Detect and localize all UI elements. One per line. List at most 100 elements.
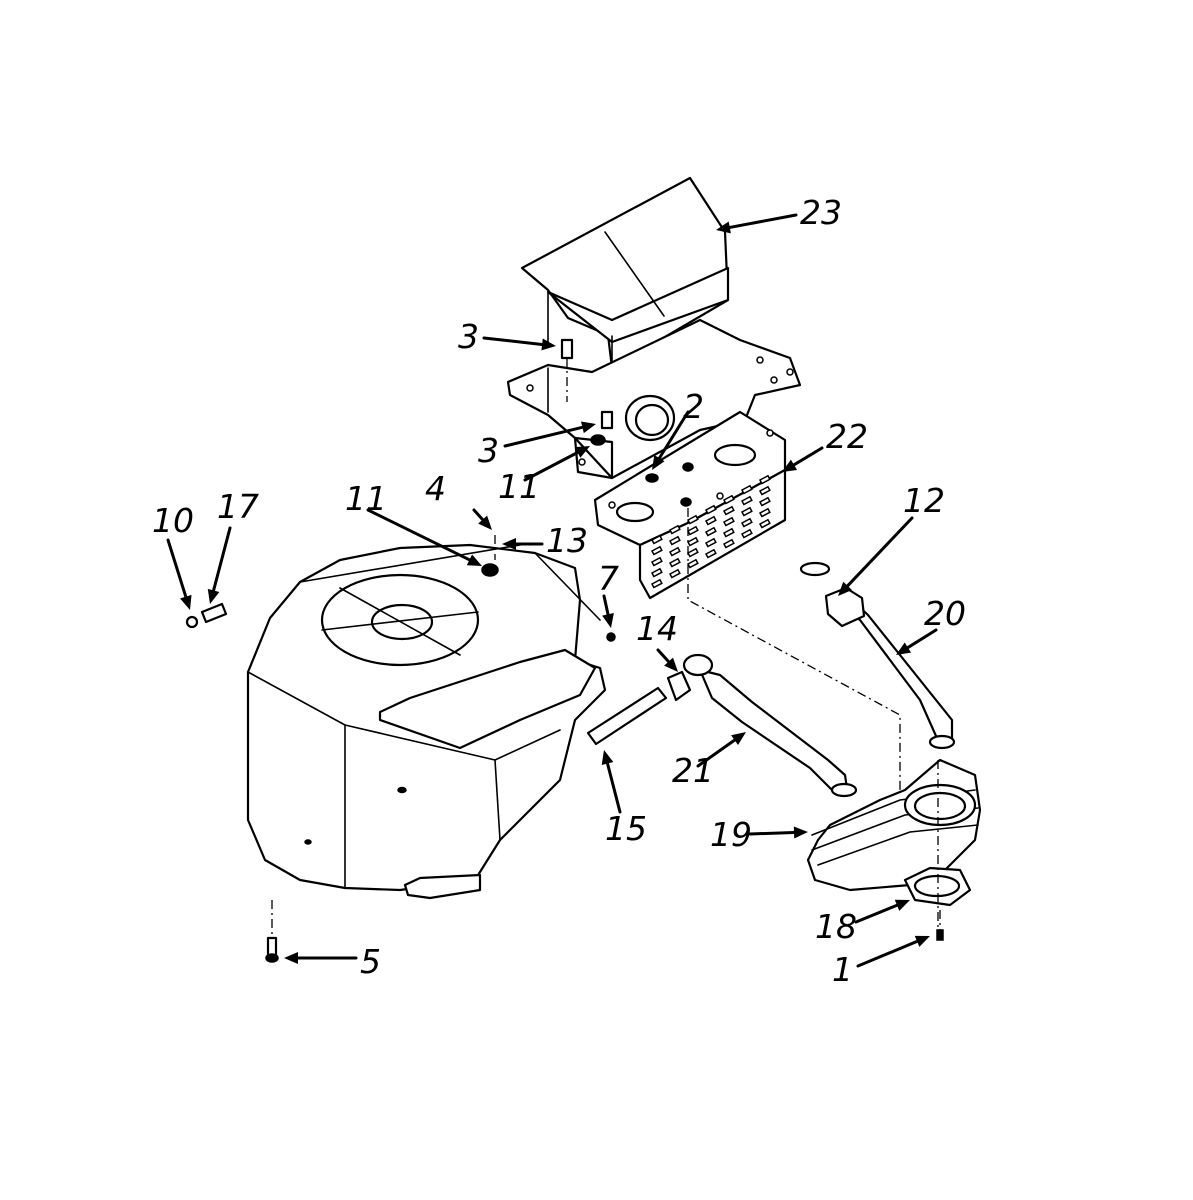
leader-arrows [166,213,938,968]
callout-1: 1 [832,950,853,989]
leader-17 [207,526,232,604]
leader-21 [696,732,746,768]
callout-3-lower: 3 [478,431,499,470]
leader-7 [602,594,614,628]
leader-20 [896,628,938,655]
callout-10: 10 [152,501,194,540]
vent-slot [722,527,735,538]
leader-10 [166,538,192,610]
vent-slot [650,556,663,567]
vent-slot [686,558,699,569]
part-12-gasket [799,561,831,577]
vent-slot [650,534,663,545]
part-7-nut [606,632,616,642]
part-18-deflector [903,866,972,907]
callout-17: 17 [217,487,259,526]
leader-5 [284,952,358,964]
callout-2: 2 [683,387,704,426]
vent-slot [668,535,681,546]
vent-slot [704,526,717,537]
vent-slot [704,515,717,526]
leader-2 [652,410,690,470]
part-14-coupler [666,670,692,702]
vent-slot [740,484,753,495]
alignment-lines [687,508,939,935]
vent-slot [650,567,663,578]
vent-slot [668,546,681,557]
part-19-muffler [806,734,982,892]
callout-23: 23 [800,193,842,232]
vent-slot [740,528,753,539]
callout-13: 13 [546,521,588,560]
leader-11-upper [523,446,590,482]
guard-vent-slots [650,474,771,589]
leader-12 [838,516,914,596]
vent-slot [668,568,681,579]
callout-5: 5 [360,942,381,981]
vent-slot [740,506,753,517]
leader-15 [601,750,622,814]
vent-slot [758,518,771,529]
part-3-screw-upper [560,338,574,402]
hardware [185,338,692,963]
part-3-screw-lower [600,410,614,430]
vent-slot [704,504,717,515]
leader-18 [854,899,910,924]
callout-12: 12 [903,481,945,520]
part-5-bolt [265,900,279,963]
callout-4: 4 [425,469,446,508]
part-10-nut [185,615,199,629]
vent-slot [686,514,699,525]
callout-18: 18 [815,907,857,946]
vent-slot [758,507,771,518]
vent-slot [686,547,699,558]
callout-19: 19 [710,815,752,854]
callout-7: 7 [598,559,619,598]
vent-slot [686,525,699,536]
leader-13 [502,538,544,550]
leader-22 [782,446,824,472]
vent-slot [650,578,663,589]
callout-11-lower: 11 [345,479,387,518]
vent-slot [704,537,717,548]
callout-11-upper: 11 [498,467,540,506]
callout-20: 20 [924,594,966,633]
callout-15: 15 [605,809,647,848]
vent-slot [758,474,771,485]
vent-slot [650,545,663,556]
leader-11-lower [366,508,482,566]
vent-slot [722,494,735,505]
vent-slot [758,485,771,496]
callout-14: 14 [636,609,678,648]
callout-labels: 23 3 2 22 3 11 4 11 12 10 17 13 7 20 14 … [152,193,966,989]
leader-19 [748,826,808,839]
vent-slot [668,524,681,535]
vent-slot [686,536,699,547]
vent-slot [722,516,735,527]
mounting-bracket [506,318,802,480]
vent-slot [740,495,753,506]
vent-slot [758,496,771,507]
vent-slot [704,548,717,559]
leader-3-lower [503,421,596,448]
part-20-exhaust-pipe [824,586,954,747]
leader-4 [472,508,492,530]
part-15-tube [586,686,668,746]
engine-shroud [246,543,607,900]
vent-slot [722,505,735,516]
part-23-top-cover [520,176,730,370]
vent-slot [740,517,753,528]
vent-slot [668,557,681,568]
part-17-spacer [200,602,228,624]
part-2-screw [645,473,659,483]
vent-slot [722,538,735,549]
leader-14 [656,648,678,672]
callout-21: 21 [672,751,714,790]
leader-23 [716,213,798,234]
callout-3-upper: 3 [458,317,479,356]
callout-22: 22 [826,417,868,456]
leader-3-upper [482,336,556,351]
leader-1 [856,935,930,968]
part-11-nut-upper [590,434,606,446]
